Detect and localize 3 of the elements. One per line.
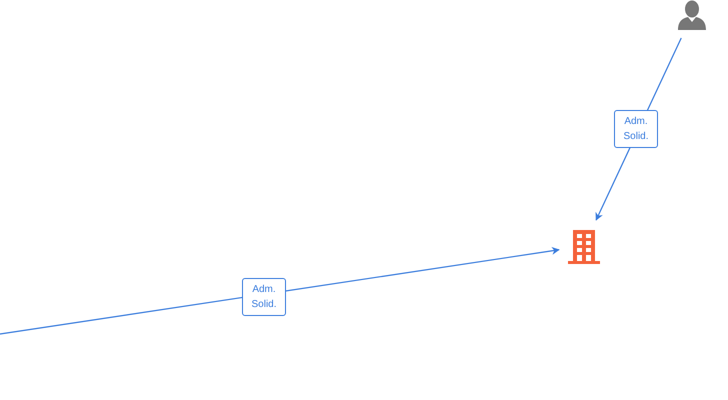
edge-label: Adm. Solid.: [614, 110, 658, 148]
arrow: [0, 246, 560, 335]
edge-label: Adm. Solid.: [242, 278, 286, 316]
